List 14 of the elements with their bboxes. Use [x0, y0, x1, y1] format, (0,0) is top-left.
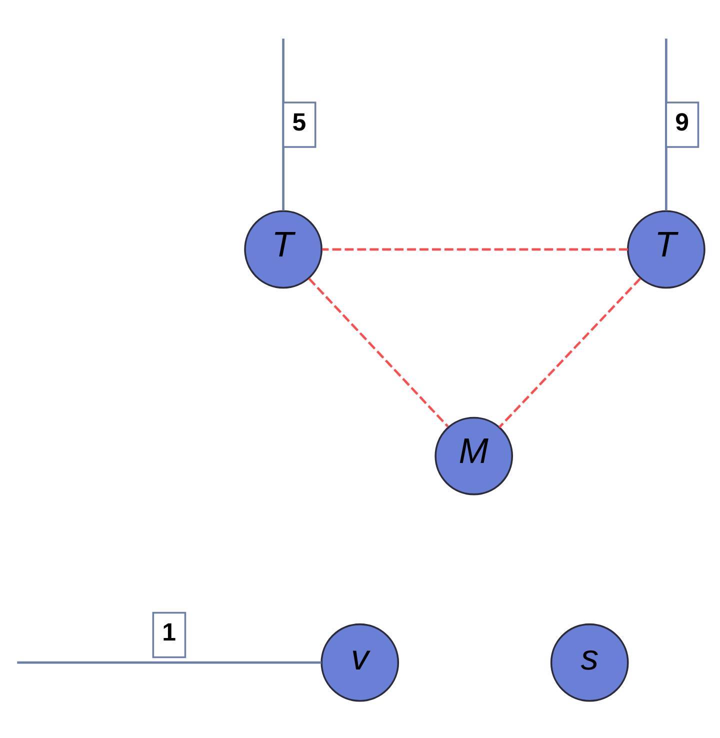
connector: [308, 278, 449, 428]
node-circle: s: [550, 623, 629, 702]
connector: [665, 38, 668, 211]
node-circle: T: [627, 210, 706, 289]
connector: [17, 661, 322, 664]
node-circle: T: [244, 210, 322, 289]
node-circle: v: [320, 623, 400, 702]
connector: [322, 248, 628, 251]
edge-label: 1: [162, 618, 176, 647]
node-circle: M: [434, 416, 514, 496]
edge-label: 9: [675, 108, 689, 136]
edge-label: 5: [292, 108, 306, 136]
connector: [498, 278, 642, 428]
connector: [282, 38, 284, 211]
